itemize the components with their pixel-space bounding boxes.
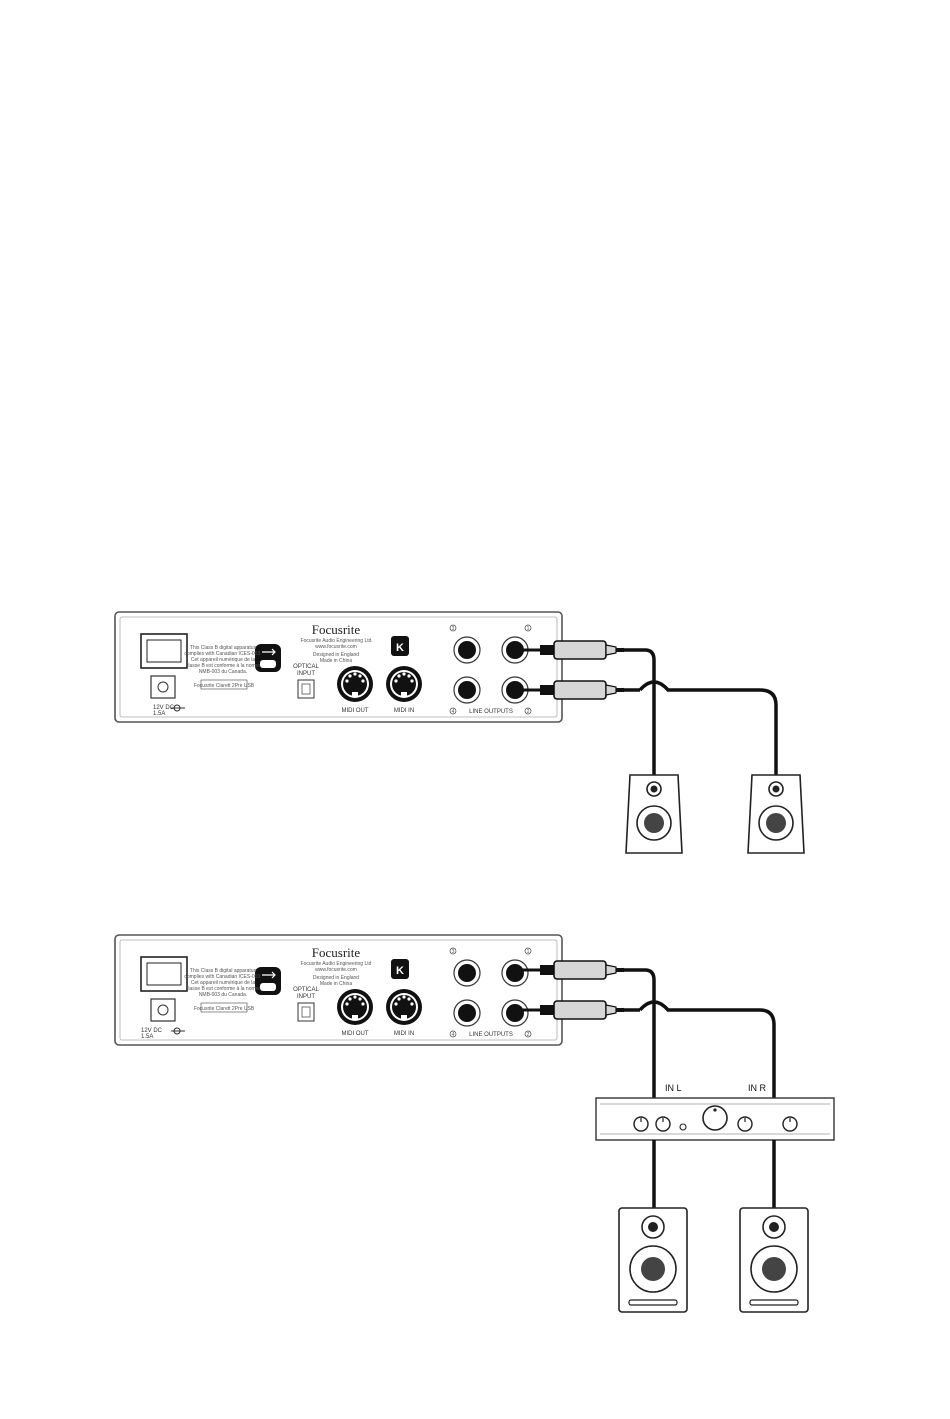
diagram-2: Focusrite Focusrite Audio Engineering Lt… (114, 934, 835, 1313)
optical-label: OPTICAL (293, 987, 319, 993)
brand-text: Focusrite (312, 622, 361, 637)
compliance-line: complies with Canadian ICES-003. (184, 651, 261, 657)
output-number: 1 (527, 626, 530, 632)
power-label: 12V DC (153, 705, 175, 711)
amp-in-left-label: IN L (665, 1083, 682, 1093)
compliance-line: NMB-003 du Canada. (199, 669, 247, 675)
output-number: 4 (452, 709, 455, 715)
line-outputs-label: LINE OUTPUTS (469, 1032, 513, 1038)
diagram-1: Focusrite Focusrite Audio Engineering Lt… (114, 611, 805, 854)
line-outputs-label: LINE OUTPUTS (469, 709, 513, 715)
cable-left (624, 648, 656, 775)
optical-label: INPUT (297, 671, 315, 677)
compliance-line: complies with Canadian ICES-003. (184, 974, 261, 980)
output-number: 1 (527, 949, 530, 955)
optical-label: OPTICAL (293, 664, 319, 670)
interface-rear-panel-2: Focusrite Focusrite Audio Engineering Lt… (114, 934, 563, 1046)
output-number: 3 (452, 949, 455, 955)
optical-label: INPUT (297, 994, 315, 1000)
power-current: 1.5A (141, 1034, 153, 1040)
company-text: Focusrite Audio Engineering Ltd (301, 638, 372, 644)
compliance-line: classe B est conforme à la norme (186, 986, 260, 992)
designed-text: Designed in England (313, 652, 359, 658)
output-number: 2 (527, 1032, 530, 1038)
compliance-line: This Class B digital apparatus (190, 645, 257, 651)
designed-text: Designed in England (313, 975, 359, 981)
midi-in-label: MIDI IN (394, 1031, 414, 1037)
made-text: Made in China (320, 658, 352, 664)
brand-text: Focusrite (312, 945, 361, 960)
compliance-line: Cet appareil numérique de la (191, 657, 255, 663)
fcc-text: Focusrite Clarett 2Pre USB (194, 1006, 255, 1012)
website-text: www.focusrite.com (315, 644, 357, 650)
made-text: Made in China (320, 981, 352, 987)
output-number: 4 (452, 1032, 455, 1038)
amplifier (595, 1097, 835, 1141)
compliance-line: classe B est conforme à la norme (186, 663, 260, 669)
fcc-text: Focusrite Clarett 2Pre USB (194, 683, 255, 689)
midi-in-label: MIDI IN (394, 708, 414, 714)
website-text: www.focusrite.com (315, 967, 357, 973)
compliance-line: Cet appareil numérique de la (191, 980, 255, 986)
compliance-line: This Class B digital apparatus (190, 968, 257, 974)
speaker-left (618, 1207, 688, 1313)
interface-rear-panel-1: Focusrite Focusrite Audio Engineering Lt… (114, 611, 563, 723)
company-text: Focusrite Audio Engineering Ltd (301, 961, 372, 967)
speaker-left (625, 774, 683, 854)
amp-in-right-label: IN R (748, 1083, 767, 1093)
speaker-right (747, 774, 805, 854)
cable-left (624, 968, 656, 1098)
cable-right (638, 1000, 776, 1098)
power-current: 1.5A (153, 711, 165, 717)
output-number: 2 (527, 709, 530, 715)
midi-out-label: MIDI OUT (342, 708, 369, 714)
midi-out-label: MIDI OUT (342, 1031, 369, 1037)
power-label: 12V DC (141, 1028, 163, 1034)
compliance-line: NMB-003 du Canada. (199, 992, 247, 998)
speaker-right (739, 1207, 809, 1313)
output-number: 3 (452, 626, 455, 632)
cable-right (638, 680, 778, 775)
